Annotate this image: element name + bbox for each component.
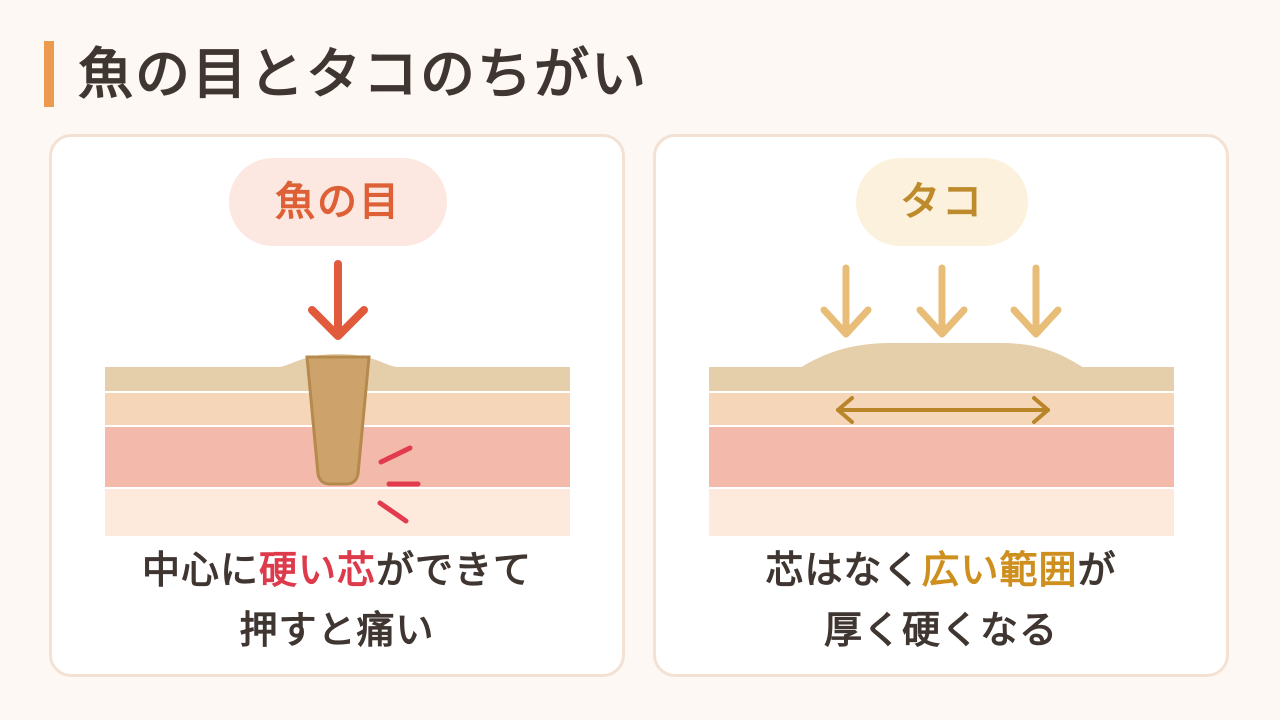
tako-caption-line1: 芯はなく広い範囲が xyxy=(653,540,1229,600)
skin-layer-dermis xyxy=(709,426,1174,488)
fish-eye-diagram xyxy=(105,260,570,536)
skin-layer-outer xyxy=(709,367,1174,392)
caption-text: 芯はなく xyxy=(765,548,922,592)
caption-text: 中心に xyxy=(141,548,259,592)
fish-eye-caption-line2: 押すと痛い xyxy=(239,608,435,652)
thick-skin-area xyxy=(800,343,1084,368)
tako-caption: 芯はなく広い範囲が 厚く硬くなる xyxy=(653,540,1229,660)
fish-eye-caption: 中心に硬い芯ができて 押すと痛い xyxy=(49,540,625,660)
skin-layer-fat xyxy=(709,488,1174,536)
wide-area-arrow-icon xyxy=(836,396,1050,424)
tako-diagram xyxy=(709,264,1174,536)
caption-highlight: 広い範囲 xyxy=(921,548,1078,592)
caption-text: ができて xyxy=(376,548,533,592)
tako-label: タコ xyxy=(856,158,1028,246)
pressure-arrows-icon xyxy=(820,264,1062,338)
fish-eye-label: 魚の目 xyxy=(229,158,447,246)
page-title: 魚の目とタコのちがい xyxy=(78,42,649,106)
title-accent-bar xyxy=(44,41,54,107)
tako-caption-line2: 厚く硬くなる xyxy=(823,608,1058,652)
caption-text: が xyxy=(1077,548,1117,592)
pain-marks-icon xyxy=(377,445,421,524)
pressure-arrow-icon xyxy=(308,260,368,340)
skin-layer-fat xyxy=(105,488,570,536)
caption-highlight: 硬い芯 xyxy=(258,548,376,592)
fish-eye-caption-line1: 中心に硬い芯ができて xyxy=(49,540,625,600)
hard-core xyxy=(305,355,371,486)
